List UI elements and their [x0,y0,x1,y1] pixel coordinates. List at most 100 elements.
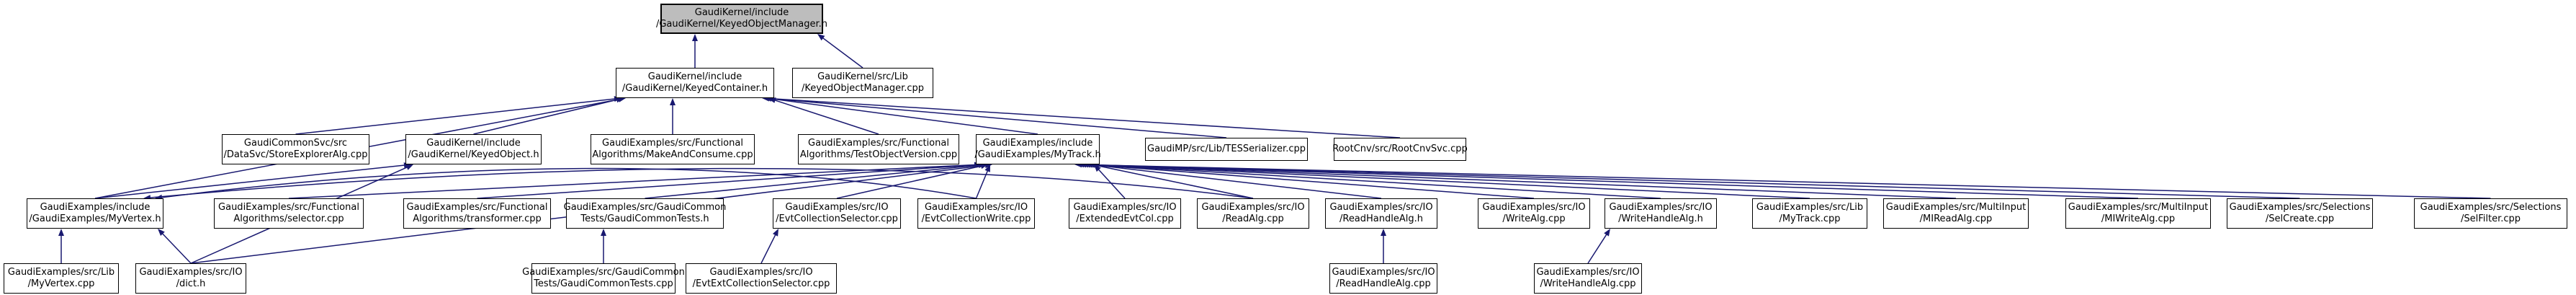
node-label-line: GaudiCommonSvc/src [243,138,348,149]
graph-node-myvertex-h[interactable]: GaudiExamples/include/GaudiExamples/MyVe… [27,198,163,229]
node-label-line: GaudiExamples/src/GaudiCommon [563,202,727,213]
graph-node-evtextcollectionselector-cpp[interactable]: GaudiExamples/src/IO/EvtExtCollectionSel… [686,263,837,294]
node-label-line: /EvtCollectionWrite.cpp [921,213,1031,224]
node-label-line: /GaudiExamples/MyVertex.h [29,213,161,224]
edge-mireadalg_cpp-mytrack_h [1087,164,1957,199]
arrowhead [1604,229,1610,237]
node-label-line: GaudiExamples/src/IO [1073,202,1177,213]
graph-node-selfilter-cpp[interactable]: GaudiExamples/src/Selections/SelFilter.c… [2414,198,2567,229]
node-label-line: GaudiKernel/include [694,7,789,18]
graph-node-writehandlealg-h[interactable]: GaudiExamples/src/IO/WriteHandleAlg.h [1605,198,1717,229]
edge-evtextcollectionselector_cpp-evtcollectionselector_cpp [760,234,776,264]
edge-gaudicommontests_h-mytrack_h [645,164,980,199]
node-label-line: /ReadHandleAlg.h [1339,213,1424,224]
node-label-line: /MyVertex.cpp [27,278,95,289]
graph-node-evtcollectionselector-cpp[interactable]: GaudiExamples/src/IO/EvtCollectionSelect… [773,198,901,229]
arrowhead [984,164,990,172]
graph-node-writehandlealg-cpp[interactable]: GaudiExamples/src/IO/WriteHandleAlg.cpp [1534,263,1642,294]
node-label-line: /EvtCollectionSelector.cpp [776,213,898,224]
edge-selcreate_cpp-mytrack_h [1082,164,2300,199]
graph-node-extendedevtcol-cpp[interactable]: GaudiExamples/src/IO/ExtendedEvtCol.cpp [1069,198,1181,229]
edge-dict_h-myvertex_h [161,232,192,264]
edge-evtcollectionselector_cpp-mytrack_h [836,165,982,199]
node-label-line: /ExtendedEvtCol.cpp [1076,213,1174,224]
graph-node-evtcollectionwrite-cpp[interactable]: GaudiExamples/src/IO/EvtCollectionWrite.… [917,198,1035,229]
graph-node-mytrack-cpp[interactable]: GaudiExamples/src/Lib/MyTrack.cpp [1752,198,1867,229]
node-label-line: /KeyedObjectManager.cpp [801,83,925,94]
edge-readalg_cpp-mytrack_h [1098,165,1254,199]
graph-node-dict-h[interactable]: GaudiExamples/src/IO/dict.h [135,263,246,294]
arrowhead [692,34,698,41]
node-label-line: GaudiKernel/src/Lib [817,71,908,82]
node-label-line: GaudiExamples/src/IO [1609,202,1713,213]
arrowhead [670,98,676,105]
node-label-line: /dict.h [176,278,206,289]
node-label-line: GaudiExamples/src/IO [139,267,243,278]
node-label-line: /SelCreate.cpp [2265,213,2335,224]
node-label-line: GaudiExamples/src/IO [709,267,813,278]
edge-mytrack_cpp-mytrack_h [1089,164,1810,199]
graph-node-readhandlealg-h[interactable]: GaudiExamples/src/IO/ReadHandleAlg.h [1325,198,1437,229]
node-label-line: Algorithms/selector.cpp [233,213,344,224]
edge-testobjectversion_cpp-keyedcontainer_h [774,100,879,135]
graph-node-myvertex-cpp[interactable]: GaudiExamples/src/Lib/MyVertex.cpp [4,263,119,294]
arrowhead [601,229,606,236]
node-label-line: /EvtExtCollectionSelector.cpp [692,278,830,289]
edge-writehandlealg_cpp-writehandlealg_h [1587,234,1607,264]
node-label-line: GaudiExamples/src/MultiInput [1885,202,2027,213]
graph-node-keyedobjectmanager-cpp[interactable]: GaudiKernel/src/Lib/KeyedObjectManager.c… [792,68,933,98]
edge-rootcnvsvc_cpp-keyedcontainer_h [768,97,1401,138]
graph-node-writealg-cpp[interactable]: GaudiExamples/src/IO/WriteAlg.cpp [1478,198,1590,229]
graph-node-miwritealg-cpp[interactable]: GaudiExamples/src/MultiInput/MIWriteAlg.… [2065,198,2211,229]
edge-transformer_cpp-mytrack_h [477,164,978,199]
node-label-line: /WriteHandleAlg.cpp [1540,278,1636,289]
graph-node-mytrack-h[interactable]: GaudiExamples/include/GaudiExamples/MyTr… [974,134,1101,164]
node-label-line: GaudiExamples/src/Lib [7,267,115,278]
arrowhead [817,34,825,41]
node-label-line: GaudiExamples/src/IO [785,202,889,213]
node-label-line: GaudiExamples/src/Selections [2229,202,2371,213]
node-label-line: /MIWriteAlg.cpp [2101,213,2176,224]
node-label-line: GaudiExamples/src/Selections [2420,202,2562,213]
node-label-line: GaudiExamples/include [982,138,1093,149]
node-label-line: RootCnv/src/RootCnvSvc.cpp [1332,144,1468,154]
graph-node-keyedcontainer-h[interactable]: GaudiKernel/include/GaudiKernel/KeyedCon… [616,68,774,98]
node-label-line: GaudiExamples/src/Functional [406,202,548,213]
node-label-line: /ReadAlg.cpp [1222,213,1284,224]
arrowhead [158,229,165,236]
node-label-line: /WriteAlg.cpp [1502,213,1566,224]
edge-keyedobject_h-keyedcontainer_h [473,99,618,135]
node-label-line: /ReadHandleAlg.cpp [1336,278,1431,289]
edge-storeexploreralg_cpp-keyedcontainer_h [295,98,616,135]
node-label-line: Tests/GaudiCommonTests.cpp [534,278,673,289]
node-label-line: /MyTrack.cpp [1779,213,1841,224]
graph-node-readalg-cpp[interactable]: GaudiExamples/src/IO/ReadAlg.cpp [1197,198,1309,229]
arrowhead [1381,229,1386,236]
graph-node-keyedobjectmanager-h: GaudiKernel/include/GaudiKernel/KeyedObj… [656,4,827,34]
edge-selfilter_cpp-mytrack_h [1080,164,2491,199]
node-label-line: /GaudiExamples/MyTrack.h [974,149,1101,160]
node-label-line: Algorithms/TestObjectVersion.cpp [799,149,958,160]
graph-node-storeexploreralg-cpp[interactable]: GaudiCommonSvc/src/DataSvc/StoreExplorer… [222,134,369,164]
graph-node-keyedobject-h[interactable]: GaudiKernel/include/GaudiKernel/KeyedObj… [405,134,542,164]
graph-node-mireadalg-cpp[interactable]: GaudiExamples/src/MultiInput/MIReadAlg.c… [1883,198,2029,229]
node-label-line: GaudiKernel/include [426,138,521,149]
edge-evtcollectionwrite_cpp-myvertex_h [161,167,977,199]
node-label-line: GaudiExamples/src/IO [1332,267,1435,278]
graph-node-selcreate-cpp[interactable]: GaudiExamples/src/Selections/SelCreate.c… [2227,198,2373,229]
arrowhead [405,164,413,170]
edge-readalg_cpp-myvertex_h [149,167,1254,199]
graph-node-tesserializer-cpp[interactable]: GaudiMP/src/Lib/TESSerializer.cpp [1145,138,1308,161]
edge-extendedevtcol_cpp-mytrack_h [1098,169,1126,199]
graph-node-readhandlealg-cpp[interactable]: GaudiExamples/src/IO/ReadHandleAlg.cpp [1329,263,1437,294]
node-label-line: /MIReadAlg.cpp [1919,213,1993,224]
graph-node-rootcnvsvc-cpp[interactable]: RootCnv/src/RootCnvSvc.cpp [1332,138,1468,161]
node-label-line: GaudiExamples/src/IO [1201,202,1305,213]
